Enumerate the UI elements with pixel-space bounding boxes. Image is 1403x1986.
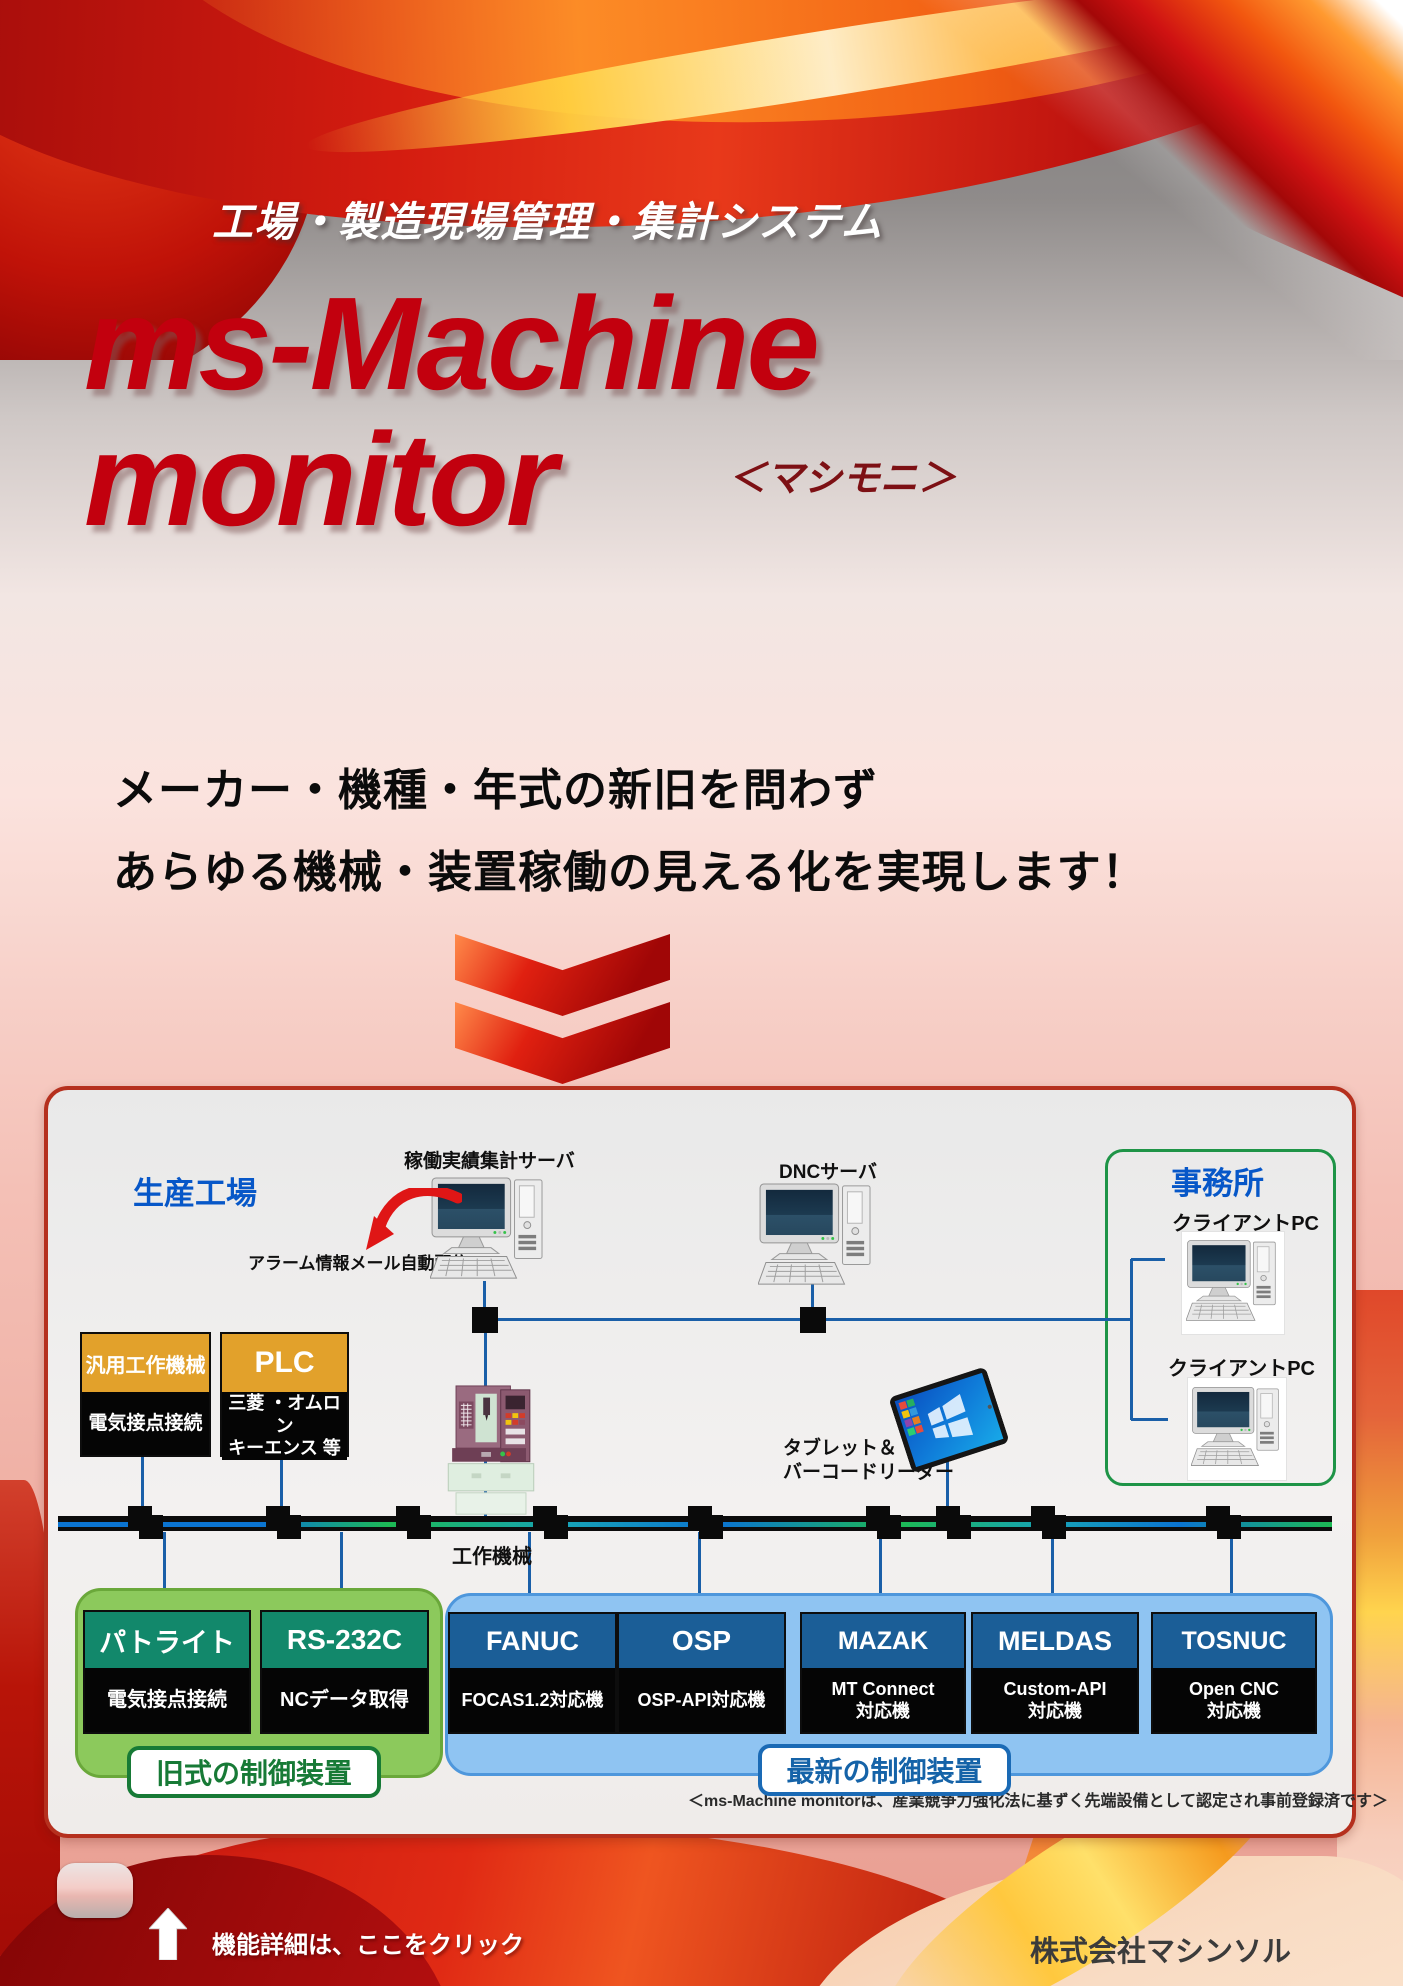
client-pc-top-label: クライアントPC [1172, 1213, 1319, 1235]
factory-area-label: 生産工場 [133, 1176, 257, 1211]
network-node [936, 1506, 971, 1539]
cta-button[interactable] [57, 1863, 133, 1918]
modern-box-osp: OSP OSP-API対応機 [617, 1612, 786, 1734]
modern-box-meldas: MELDAS Custom-API 対応機 [971, 1612, 1139, 1734]
aggregation-server-label: 稼働実績集計サーバ [404, 1151, 575, 1172]
product-title-suffix: ＜マシモニ＞ [728, 458, 957, 500]
modern-box-body: OSP-API対応機 [619, 1668, 784, 1732]
network-line [340, 1532, 343, 1610]
tagline: 工場・製造現場管理・集計システム [212, 199, 883, 245]
network-line [879, 1532, 882, 1612]
network-line [528, 1532, 531, 1612]
legacy-group-label: 旧式の制御装置 [127, 1746, 381, 1798]
client-pc-bottom-label: クライアントPC [1168, 1358, 1315, 1380]
top-swirl-art [0, 0, 1403, 360]
network-line [698, 1532, 701, 1612]
network-line [946, 1452, 949, 1517]
network-node [688, 1506, 723, 1539]
modern-box-tosnuc: TOSNUC Open CNC 対応機 [1151, 1612, 1317, 1734]
modern-group-label: 最新の制御装置 [758, 1744, 1011, 1796]
network-line [141, 1453, 144, 1517]
network-node [266, 1506, 301, 1539]
network-node [1031, 1506, 1066, 1539]
modern-box-body: MT Connect 対応機 [802, 1668, 964, 1732]
up-arrow-icon [146, 1908, 190, 1960]
network-node [1206, 1506, 1241, 1539]
network-node [866, 1506, 901, 1539]
network-node [128, 1506, 163, 1539]
legacy-box-title: RS-232C [262, 1612, 427, 1668]
network-node [533, 1506, 568, 1539]
legacy-box-body: NCデータ取得 [262, 1668, 427, 1732]
machine-tool-label: 工作機械 [452, 1546, 532, 1568]
client-pc-top-icon [1182, 1232, 1284, 1334]
legacy-box-title: パトライト [85, 1612, 249, 1668]
lead-line2: あらゆる機械・装置稼働の見える化を実現します！ [113, 848, 1147, 897]
network-line [1131, 1418, 1168, 1421]
dnc-server-icon [758, 1182, 876, 1290]
modern-box-fanuc: FANUC FOCAS1.2対応機 [448, 1612, 617, 1734]
plc-body: 三菱 ・オムロン キーエンス 等 [222, 1392, 347, 1460]
product-title-line1: ms-Machine [84, 270, 820, 417]
legacy-box-body: 電気接点接続 [85, 1668, 249, 1732]
network-line [1131, 1258, 1165, 1261]
plc-box: PLC 三菱 ・オムロン キーエンス 等 [220, 1332, 349, 1460]
plc-title: PLC [222, 1334, 347, 1392]
modern-box-title: TOSNUC [1153, 1614, 1315, 1668]
modern-box-title: OSP [619, 1614, 784, 1668]
network-line [1230, 1532, 1233, 1612]
legacy-box-rs232c: RS-232C NCデータ取得 [260, 1610, 429, 1734]
chevron-down-icon [455, 934, 670, 1016]
network-node [396, 1506, 431, 1539]
lead-copy: メーカー・機種・年式の新旧を問わず あらゆる機械・装置稼働の見える化を実現します… [113, 750, 1147, 914]
modern-box-title: MELDAS [973, 1614, 1137, 1668]
network-line [483, 1281, 486, 1319]
dnc-server-label: DNCサーバ [779, 1162, 877, 1183]
legacy-box-patlite: パトライト 電気接点接続 [83, 1610, 251, 1734]
office-area-box [1105, 1149, 1336, 1486]
cta-label[interactable]: 機能詳細は、ここをクリック [212, 1932, 524, 1959]
network-line [280, 1453, 283, 1517]
network-node [472, 1307, 498, 1333]
modern-box-title: FANUC [450, 1614, 615, 1668]
general-machine-box: 汎用工作機械 電気接点接続 [80, 1332, 211, 1457]
modern-box-body: FOCAS1.2対応機 [450, 1668, 615, 1732]
client-pc-bottom-icon [1188, 1378, 1286, 1480]
alarm-mail-arrow-icon [362, 1188, 462, 1252]
product-title-line2: monitor [84, 406, 557, 553]
network-line [1051, 1532, 1054, 1612]
lead-line1: メーカー・機種・年式の新旧を問わず [113, 766, 878, 815]
alarm-mail-label: アラーム情報メール自動配信 [248, 1254, 469, 1273]
office-area-label: 事務所 [1171, 1166, 1264, 1201]
certification-footnote: ＜ms-Machine monitorは、産業競争力強化法に基ずく先端設備として… [688, 1793, 1388, 1810]
network-line [811, 1281, 814, 1319]
cnc-machine-icon [446, 1384, 536, 1520]
modern-box-mazak: MAZAK MT Connect 対応機 [800, 1612, 966, 1734]
company-name: 株式会社マシンソル [1030, 1936, 1292, 1968]
network-line [1130, 1259, 1133, 1420]
general-machine-title: 汎用工作機械 [82, 1334, 209, 1392]
network-line [163, 1532, 166, 1610]
network-node [800, 1307, 826, 1333]
modern-box-title: MAZAK [802, 1614, 964, 1668]
modern-box-body: Custom-API 対応機 [973, 1668, 1137, 1732]
general-machine-body: 電気接点接続 [82, 1392, 209, 1455]
modern-box-body: Open CNC 対応機 [1153, 1668, 1315, 1732]
